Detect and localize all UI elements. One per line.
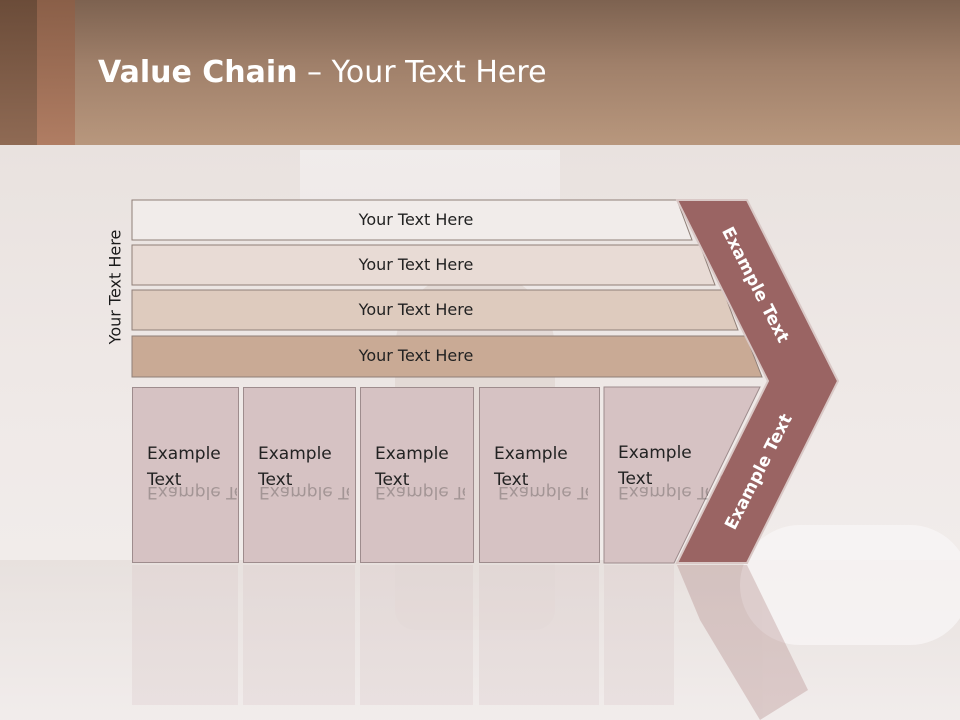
box-reflection-5 — [604, 565, 674, 705]
reflection-text-5-label: Example Text — [618, 482, 708, 502]
chevron-reflection — [677, 565, 808, 720]
band-3-label: Your Text Here — [358, 300, 474, 319]
activity-box-3[interactable]: Example Text — [360, 387, 474, 563]
activity-box-5: Example Text — [604, 387, 692, 563]
box-reflection-1 — [132, 565, 238, 705]
title-rest: – Your Text Here — [297, 55, 547, 90]
reflection-text-chevron-label: Example — [715, 452, 750, 534]
reflection-text-3: Example Text — [375, 425, 465, 565]
reflection-text-3-label: Example Text — [375, 482, 465, 502]
box-reflection-3 — [360, 565, 473, 705]
activity-box-3-label: Example Text — [375, 444, 449, 490]
box-5-shape[interactable] — [603, 386, 761, 564]
activity-box-5-label: Example Text — [618, 443, 692, 489]
activity-box-2[interactable]: Example Text — [243, 387, 356, 563]
band-2-shape[interactable] — [131, 244, 716, 286]
band-4-shape[interactable] — [131, 335, 763, 378]
reflection-text-5: Example Text — [618, 425, 708, 565]
activity-box-4-label: Example Text — [494, 444, 568, 490]
box-reflection-4 — [479, 565, 599, 705]
header-accent-strip — [0, 0, 75, 145]
header-bar: Value Chain – Your Text Here — [0, 0, 960, 145]
reflection-group — [132, 565, 808, 720]
activity-box-2-label: Example Text — [258, 444, 332, 490]
band-1-shape[interactable] — [131, 199, 693, 241]
chevron-shape[interactable] — [675, 199, 840, 564]
box-reflection-2 — [243, 565, 355, 705]
activity-box-1-label: Example Text — [147, 444, 221, 490]
background-pillow — [740, 525, 960, 645]
band-1-label: Your Text Here — [358, 210, 474, 229]
reflection-text-1: Example Text — [147, 425, 237, 565]
reflection-text-chevron: Example — [715, 425, 805, 565]
band-4-label: Your Text Here — [358, 346, 474, 365]
reflection-text-4-label: Example Text — [498, 482, 588, 502]
slide-title[interactable]: Value Chain – Your Text Here — [98, 55, 547, 90]
activity-box-4[interactable]: Example Text — [479, 387, 600, 563]
title-bold: Value Chain — [98, 55, 298, 90]
activity-box-1[interactable]: Example Text — [132, 387, 239, 563]
band-2-label: Your Text Here — [358, 255, 474, 274]
header-accent-strip-inner — [37, 0, 75, 145]
reflection-text-1-label: Example Text — [147, 482, 237, 502]
reflection-text-2: Example Text — [259, 425, 349, 565]
reflection-text-4: Example Text — [498, 425, 588, 565]
band-3-shape[interactable] — [131, 289, 739, 331]
reflection-text-2-label: Example Text — [259, 482, 349, 502]
